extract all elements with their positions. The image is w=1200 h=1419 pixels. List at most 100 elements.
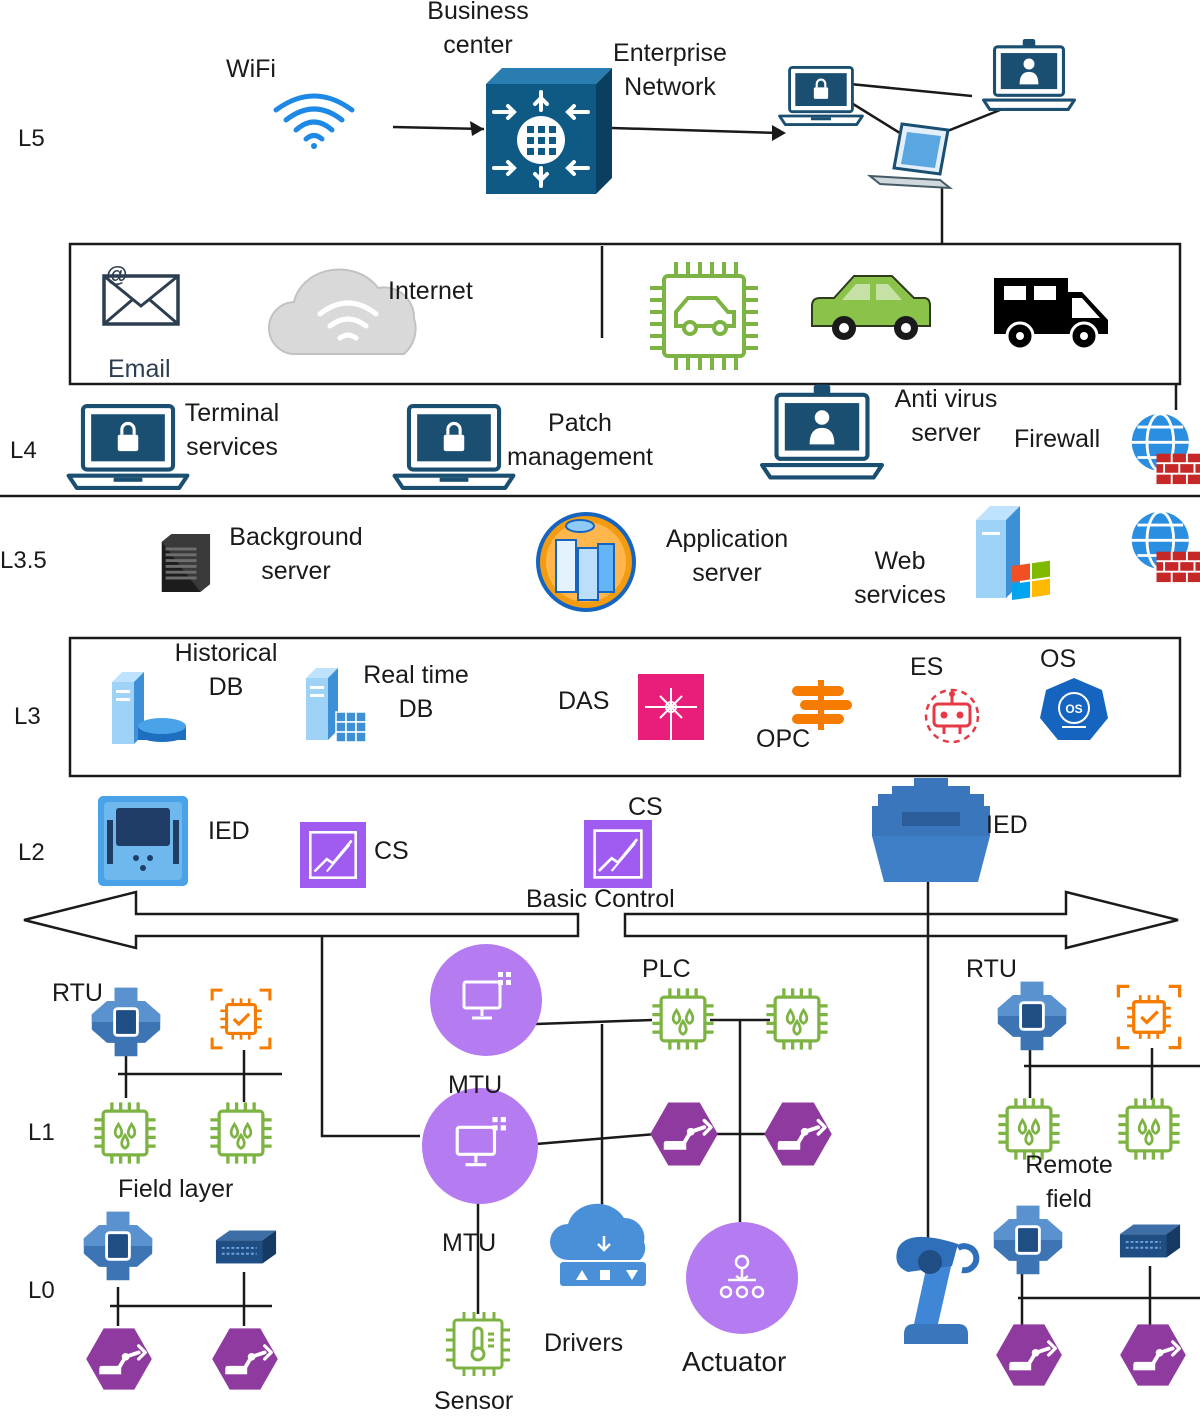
email-icon: @ xyxy=(102,262,180,326)
es-robot-icon xyxy=(924,688,980,744)
robot-arm-icon xyxy=(896,1236,980,1344)
application-server-icon xyxy=(536,512,636,612)
web-services-label-line2: services xyxy=(854,581,946,609)
mtu-bottom-icon xyxy=(422,1088,538,1204)
car-chip-icon xyxy=(650,262,758,370)
rtu-right-icon xyxy=(996,980,1068,1052)
switch-icon xyxy=(486,68,612,194)
chip-orange-left-icon xyxy=(210,988,272,1050)
background-server-icon xyxy=(161,534,211,592)
camper-van-icon xyxy=(994,278,1108,351)
level-label-l1: L1 xyxy=(28,1119,55,1146)
level-label-l4: L4 xyxy=(10,437,37,464)
robot-center-b-icon xyxy=(762,1100,834,1168)
field-device-box-icon xyxy=(214,1229,278,1265)
robot-center-a-icon xyxy=(648,1100,720,1168)
robot-right-a-icon xyxy=(994,1322,1064,1388)
sensor-thermometer-chip-icon xyxy=(446,1312,510,1376)
ied-left-icon xyxy=(98,796,188,886)
firewall-label: Firewall xyxy=(1014,425,1101,453)
os-badge-text: OS xyxy=(1065,702,1082,716)
level-label-l35: L3.5 xyxy=(0,547,47,574)
os-label: OS xyxy=(1040,645,1077,673)
remote-field-label-line1: Remote xyxy=(1025,1151,1113,1179)
plc-chip-right-l1-icon xyxy=(208,1100,274,1166)
laptop-lock-icon xyxy=(778,66,864,126)
enterprise-network-label-line2: Network xyxy=(624,73,716,101)
level-label-l0: L0 xyxy=(28,1277,55,1304)
plc-chip-left-l1-icon xyxy=(92,1100,158,1166)
real-time-db-label-line2: DB xyxy=(398,695,434,723)
anti-virus-server-label-line2: server xyxy=(911,419,981,447)
laptop-icon xyxy=(866,122,954,190)
opc-label: OPC xyxy=(756,725,811,753)
firewall-icon xyxy=(1130,412,1200,486)
mtu-top-label: MTU xyxy=(448,1071,503,1099)
robot-right-b-icon xyxy=(1118,1322,1188,1388)
svg-text:@: @ xyxy=(106,262,127,287)
web-services-label-line1: Web xyxy=(874,547,926,575)
level-label-l2: L2 xyxy=(18,839,45,866)
sensor-label: Sensor xyxy=(434,1387,514,1415)
car-icon xyxy=(811,275,931,340)
background-server-label-line1: Background xyxy=(229,523,363,551)
background-server-label-line2: server xyxy=(261,557,331,585)
plc-chip-b-icon xyxy=(764,986,830,1052)
opc-icon xyxy=(792,680,852,730)
arrow-head-icon xyxy=(772,125,786,141)
web-services-server-icon xyxy=(976,506,1050,600)
application-server-label-line1: Application xyxy=(665,525,789,553)
level-label-l3: L3 xyxy=(14,703,41,730)
cs-center-icon xyxy=(584,820,652,888)
chip-orange-right-icon xyxy=(1116,984,1182,1050)
real-time-db-label-line1: Real time xyxy=(363,661,469,689)
terminal-services-label-line1: Terminal xyxy=(184,399,280,427)
level-label-l5: L5 xyxy=(18,125,45,152)
cs-left-icon xyxy=(300,822,366,888)
cloud-wifi-icon xyxy=(268,268,417,356)
laptop-user-icon xyxy=(982,38,1076,112)
real-time-db-icon xyxy=(306,668,367,743)
field-layer-label: Field layer xyxy=(118,1175,234,1203)
historical-db-label-line1: Historical xyxy=(174,639,278,667)
plc-chip-a-icon xyxy=(650,986,716,1052)
historical-db-icon xyxy=(112,672,186,744)
ied-right-icon xyxy=(872,778,990,882)
es-label: ES xyxy=(910,653,944,681)
rtu-right-label: RTU xyxy=(966,955,1017,983)
actuator-label: Actuator xyxy=(682,1346,787,1377)
field-device-box-right-icon xyxy=(1118,1223,1182,1259)
firewall-icon-l35 xyxy=(1130,510,1200,584)
anti-virus-server-label-line1: Anti virus xyxy=(894,385,998,413)
rtu-left-l0-icon xyxy=(82,1210,154,1282)
business-center-label-line2: center xyxy=(443,31,513,59)
enterprise-network-label-line1: Enterprise xyxy=(613,39,727,67)
anti-virus-laptop-icon xyxy=(762,384,882,477)
patch-management-label-line2: management xyxy=(507,443,653,471)
wifi-label: WiFi xyxy=(226,55,276,83)
das-label: DAS xyxy=(558,687,610,715)
application-server-label-line2: server xyxy=(692,559,762,587)
drivers-cloud-icon xyxy=(550,1203,646,1286)
plc-label: PLC xyxy=(642,955,691,983)
historical-db-label-line2: DB xyxy=(208,673,244,701)
remote-field-label-line2: field xyxy=(1046,1185,1092,1213)
internet-label: Internet xyxy=(388,277,473,305)
ied-left-label: IED xyxy=(208,817,250,845)
email-label: Email xyxy=(108,355,171,383)
ied-right-label: IED xyxy=(986,811,1028,839)
mtu-bottom-label: MTU xyxy=(442,1229,497,1257)
plc-chip-right-b-icon xyxy=(1116,1096,1182,1162)
mtu-top-icon xyxy=(430,944,542,1056)
terminal-services-label-line2: services xyxy=(186,433,278,461)
robot-left-a-icon xyxy=(84,1326,154,1392)
os-icon: OS xyxy=(1040,678,1108,740)
cs-left-label: CS xyxy=(374,837,409,865)
rtu-left-label: RTU xyxy=(52,979,103,1007)
wifi-icon xyxy=(273,93,355,149)
basic-control-label: Basic Control xyxy=(526,885,675,913)
robot-left-b-icon xyxy=(210,1326,280,1392)
drivers-label: Drivers xyxy=(544,1329,624,1357)
arrow-head-icon xyxy=(470,121,484,136)
